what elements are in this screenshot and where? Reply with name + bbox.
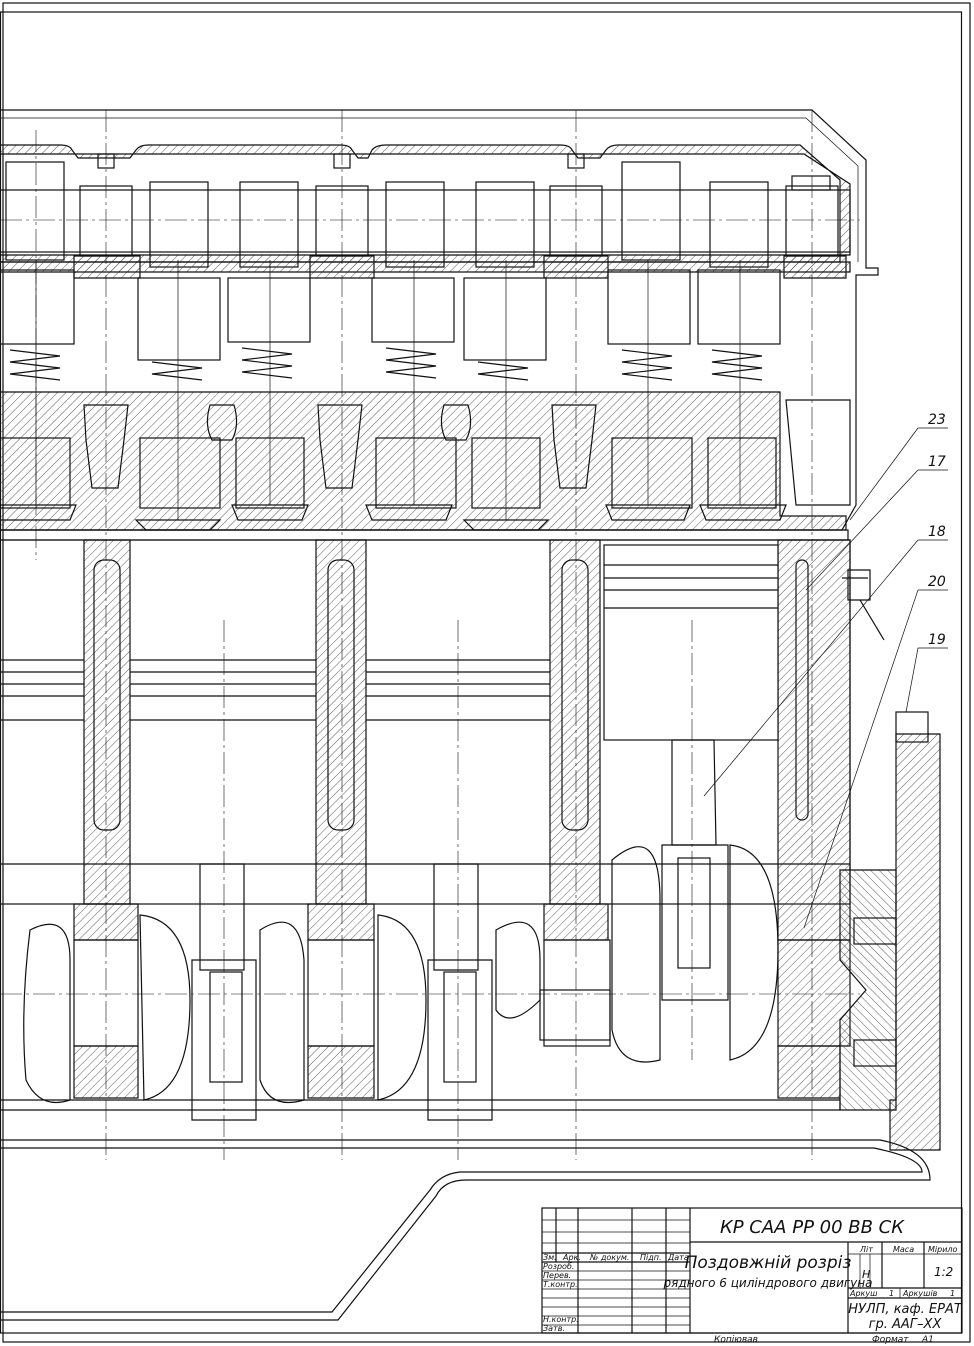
label-sheet: Аркуш [849,1289,878,1298]
col-sign: Підп. [640,1253,662,1262]
col-sheet: Арк. [562,1253,581,1262]
copied-label: Копіював [714,1335,758,1345]
leader-number: 19 [928,632,946,648]
leader-number: 18 [928,524,946,540]
role-approved: Затв. [543,1324,565,1333]
organization-line1: НУЛП, каф. ЕРАТ [848,1302,963,1317]
format-label: Формат [872,1335,909,1345]
role-developed: Розроб. [543,1262,574,1271]
label-lit: Літ [859,1245,873,1254]
label-sheets: Аркушів [902,1289,938,1298]
col-date: Дата [667,1253,689,1262]
drawing-title-line1: Поздовжній розріз [685,1253,852,1273]
organization-line2: гр. ААГ–ХХ [869,1317,943,1332]
cylinder-head [0,391,851,531]
flywheel [839,711,941,1151]
valve-tappets [0,269,781,361]
cylinder-block [0,539,851,941]
leader-number: 23 [928,412,946,428]
lit-value: Н [862,1268,870,1281]
leader-number: 17 [928,454,946,470]
pistons [0,544,850,865]
drawing-title-line2: рядного 6 циліндрового двигуна [663,1276,873,1290]
role-norm-control: Н.контр. [543,1315,579,1324]
format-value: А1 [921,1335,934,1345]
col-doc-no: № докум. [589,1253,629,1262]
cam-cover [0,144,851,263]
camshaft-lobes [5,153,839,268]
sheets-value: 1 [950,1289,955,1298]
engine-section [0,109,948,1321]
label-mass: Маса [893,1245,914,1254]
leader-labels: 23 17 18 20 19 [928,412,946,648]
col-change: Зм. [543,1253,557,1262]
connecting-rods [191,739,729,1121]
sheet-value: 1 [889,1289,894,1298]
role-checked: Перев. [543,1271,571,1280]
title-block: КР САА РР 00 ВВ СК Поздовжній розріз ряд… [541,1207,963,1345]
drawing-designation: КР САА РР 00 ВВ СК [720,1217,905,1238]
role-tech-control: Т.контр. [543,1280,578,1289]
leader-lines [703,427,948,929]
scale-value: 1:2 [934,1265,953,1279]
valve-springs [9,347,763,381]
label-scale: Мірило [928,1245,958,1254]
center-lines [35,110,813,1160]
leader-number: 20 [928,574,946,590]
